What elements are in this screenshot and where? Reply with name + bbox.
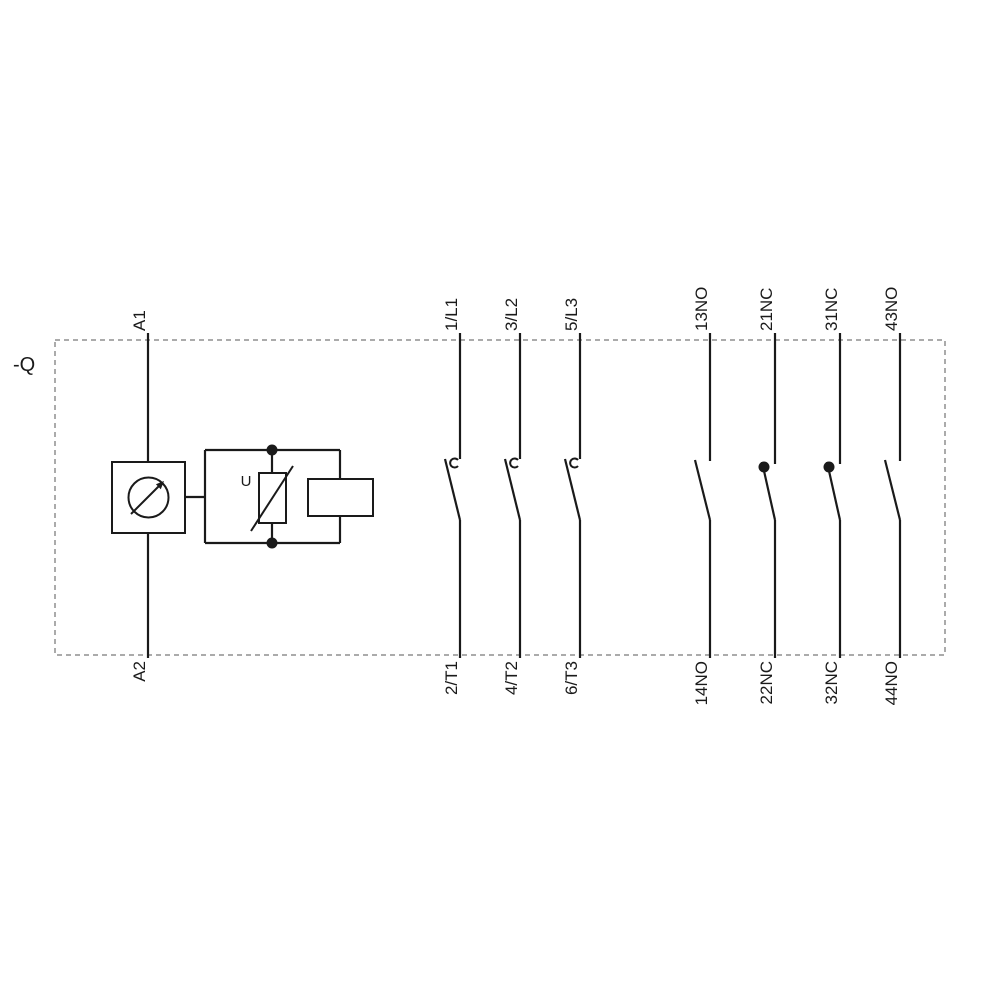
terminal-label-bottom: 6/T3 bbox=[562, 661, 581, 695]
drive-unit-circle bbox=[127, 476, 170, 519]
coil-terminal-label-bottom: A2 bbox=[130, 661, 149, 682]
terminal-label-top: 3/L2 bbox=[502, 298, 521, 331]
terminal-label-bottom: 32NC bbox=[822, 661, 841, 704]
terminal-label-top: 31NC bbox=[822, 288, 841, 331]
terminal-label-top: 1/L1 bbox=[442, 298, 461, 331]
contact-main-3: 5/L3 6/T3 bbox=[562, 298, 582, 695]
junction-dot-top bbox=[266, 444, 278, 456]
terminal-label-bottom: 44NO bbox=[882, 661, 901, 705]
terminal-label-top: 5/L3 bbox=[562, 298, 581, 331]
fixed-contact-seat-icon bbox=[509, 457, 519, 469]
contact-aux-13-14: 13NO 14NO bbox=[692, 287, 712, 705]
junction-dot-bottom bbox=[266, 537, 278, 549]
fixed-contact-seat-icon bbox=[449, 457, 459, 469]
nc-contact-dot bbox=[758, 461, 770, 473]
coil-branch: A1 A2 U bbox=[111, 310, 374, 682]
moving-contact-blade bbox=[883, 459, 902, 521]
terminal-label-bottom: 4/T2 bbox=[502, 661, 521, 695]
device-boundary bbox=[54, 339, 946, 656]
contact-aux-21-22: 21NC 22NC bbox=[757, 288, 777, 704]
moving-contact-blade bbox=[693, 459, 712, 521]
contact-aux-31-32: 31NC 32NC bbox=[822, 288, 842, 704]
coil-terminal-label-top: A1 bbox=[130, 310, 149, 331]
fixed-contact-seat-icon bbox=[569, 457, 579, 469]
device-tag: -Q bbox=[13, 354, 35, 376]
terminal-label-bottom: 14NO bbox=[692, 661, 711, 705]
terminal-label-bottom: 22NC bbox=[757, 661, 776, 704]
drive-arrowhead-icon bbox=[155, 481, 164, 490]
drive-arrow-icon bbox=[130, 485, 160, 515]
terminal-label-top: 13NO bbox=[692, 287, 711, 331]
nc-contact-dot bbox=[823, 461, 835, 473]
varistor-label: U bbox=[241, 473, 252, 490]
contact-aux-43-44: 43NO 44NO bbox=[882, 287, 902, 705]
coil-body bbox=[307, 478, 374, 517]
moving-contact-blade bbox=[503, 458, 522, 521]
terminal-label-top: 21NC bbox=[757, 288, 776, 331]
moving-contact-blade bbox=[443, 458, 462, 521]
contact-main-2: 3/L2 4/T2 bbox=[502, 298, 522, 695]
terminal-label-bottom: 2/T1 bbox=[442, 661, 461, 695]
varistor-diagonal bbox=[250, 465, 294, 532]
moving-contact-blade bbox=[563, 458, 582, 521]
contact-main-1: 1/L1 2/T1 bbox=[442, 298, 462, 695]
terminal-label-top: 43NO bbox=[882, 287, 901, 331]
